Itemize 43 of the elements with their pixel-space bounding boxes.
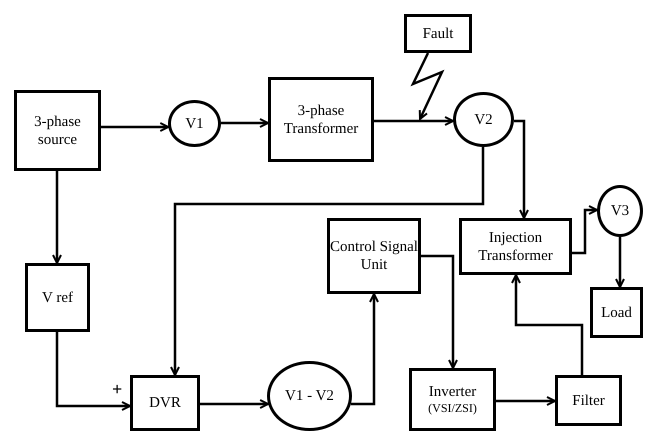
process-box xyxy=(25,263,90,332)
voltage-circle xyxy=(597,185,643,237)
arrow xyxy=(350,293,379,406)
process-box xyxy=(459,218,572,275)
node-label: Filter xyxy=(572,392,605,410)
node-label: V1 xyxy=(185,114,204,132)
node-label: Load xyxy=(601,304,632,322)
node-label: DVR xyxy=(149,394,181,412)
arrow xyxy=(56,332,131,411)
arrow xyxy=(374,116,454,126)
process-box xyxy=(555,375,622,426)
arrow xyxy=(421,254,458,369)
node-subtext: (VSI/ZSI) xyxy=(428,401,477,416)
arrow xyxy=(572,205,598,254)
arrow xyxy=(170,147,484,376)
node-label: Inverter xyxy=(428,383,476,402)
arrow xyxy=(221,118,269,128)
process-box xyxy=(409,368,496,431)
arrow xyxy=(200,399,270,409)
node-label: Injection Transformer xyxy=(477,228,554,264)
arrow xyxy=(52,171,62,264)
process-box xyxy=(268,77,374,162)
arrow xyxy=(511,274,584,375)
node-label: V1 - V2 xyxy=(285,387,334,405)
node-label: V3 xyxy=(610,202,630,220)
node-label: 3-phase Transformer xyxy=(282,102,360,138)
process-box xyxy=(590,287,643,338)
node-label: V ref xyxy=(42,288,73,306)
arrow xyxy=(514,120,529,219)
arrow xyxy=(101,122,170,132)
lightning-arrow xyxy=(410,52,444,120)
process-box xyxy=(404,14,472,53)
arrow xyxy=(615,237,625,288)
arrow xyxy=(496,396,556,406)
node-label: Control Signal Unit xyxy=(330,238,418,274)
node-label: V2 xyxy=(474,110,493,128)
process-box xyxy=(14,90,101,171)
plus-sign: + xyxy=(112,380,122,398)
node-label: Fault xyxy=(422,24,454,42)
voltage-circle xyxy=(168,100,221,147)
process-box xyxy=(327,218,421,294)
node-label: 3-phase source xyxy=(33,112,82,148)
process-box xyxy=(130,375,200,431)
